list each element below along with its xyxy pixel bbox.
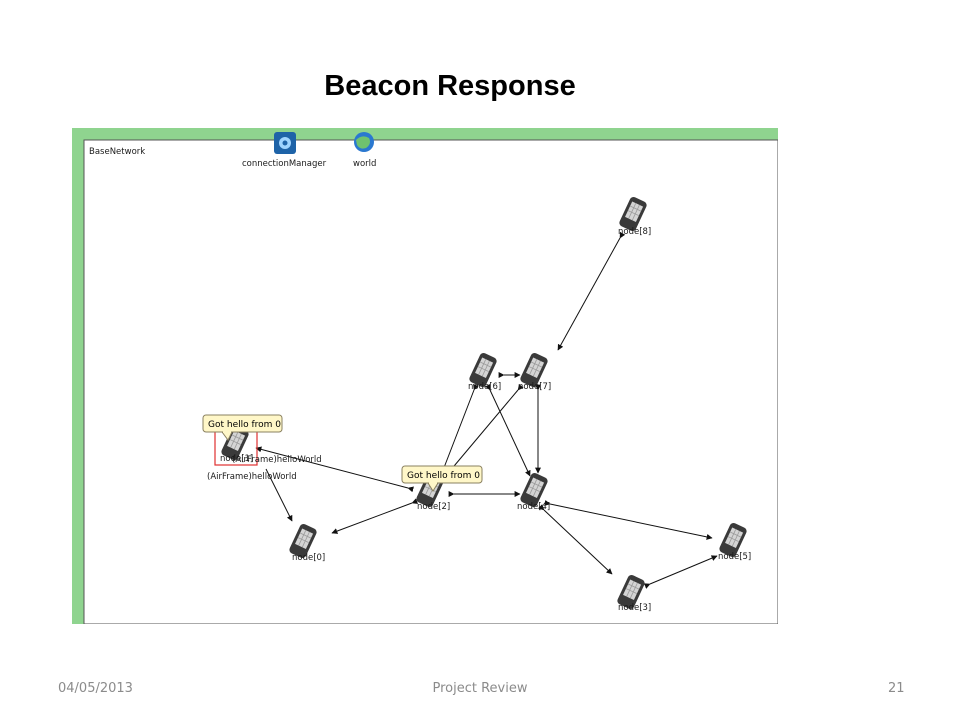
node-4[interactable]: node[4] [517, 471, 550, 512]
connection-manager-label: connectionManager [242, 159, 327, 169]
svg-text:node[8]: node[8] [618, 227, 651, 237]
simulation-screenshot: BaseNetwork connectionManager world node… [72, 128, 778, 624]
svg-text:node[2]: node[2] [417, 502, 450, 512]
svg-text:node[0]: node[0] [292, 553, 325, 563]
network-name-label: BaseNetwork [89, 147, 145, 157]
frame-border-left [72, 128, 84, 624]
node-0[interactable]: node[0] [287, 522, 325, 563]
airframe-message-label: (AirFrame)helloWorld [207, 472, 297, 482]
connection-manager-icon[interactable] [274, 132, 296, 154]
link-lines [255, 231, 718, 589]
hello-bubble-node2: Got hello from 0 [401, 465, 483, 492]
svg-text:node[1]: node[1] [220, 454, 253, 464]
node-7[interactable]: node[7] [518, 351, 551, 392]
node-5[interactable]: node[5] [717, 521, 751, 562]
slide-title: Beacon Response [324, 70, 576, 102]
node-6[interactable]: node[6] [467, 351, 501, 392]
world-globe-icon[interactable] [354, 132, 374, 152]
world-label: world [353, 159, 376, 169]
frame-border-top [72, 128, 778, 140]
node-3[interactable]: node[3] [615, 573, 651, 613]
node-8[interactable]: node[8] [617, 195, 651, 237]
svg-text:Got hello from 0: Got hello from 0 [407, 471, 480, 481]
footer-date: 04/05/2013 [58, 681, 133, 696]
airframe-message-label: (AirFrame)helloWorld [232, 455, 322, 465]
svg-text:node[4]: node[4] [517, 502, 550, 512]
footer-title: Project Review [432, 681, 528, 696]
svg-text:node[5]: node[5] [718, 552, 751, 562]
svg-text:node[6]: node[6] [468, 382, 501, 392]
svg-text:node[7]: node[7] [518, 382, 551, 392]
network-canvas [84, 140, 778, 624]
footer-page-number: 21 [888, 681, 905, 696]
svg-text:node[3]: node[3] [618, 603, 651, 613]
node-2[interactable]: node[2] [414, 471, 450, 512]
svg-text:Got hello from 0: Got hello from 0 [208, 420, 281, 430]
hello-bubble-node1: Got hello from 0 [202, 414, 283, 441]
